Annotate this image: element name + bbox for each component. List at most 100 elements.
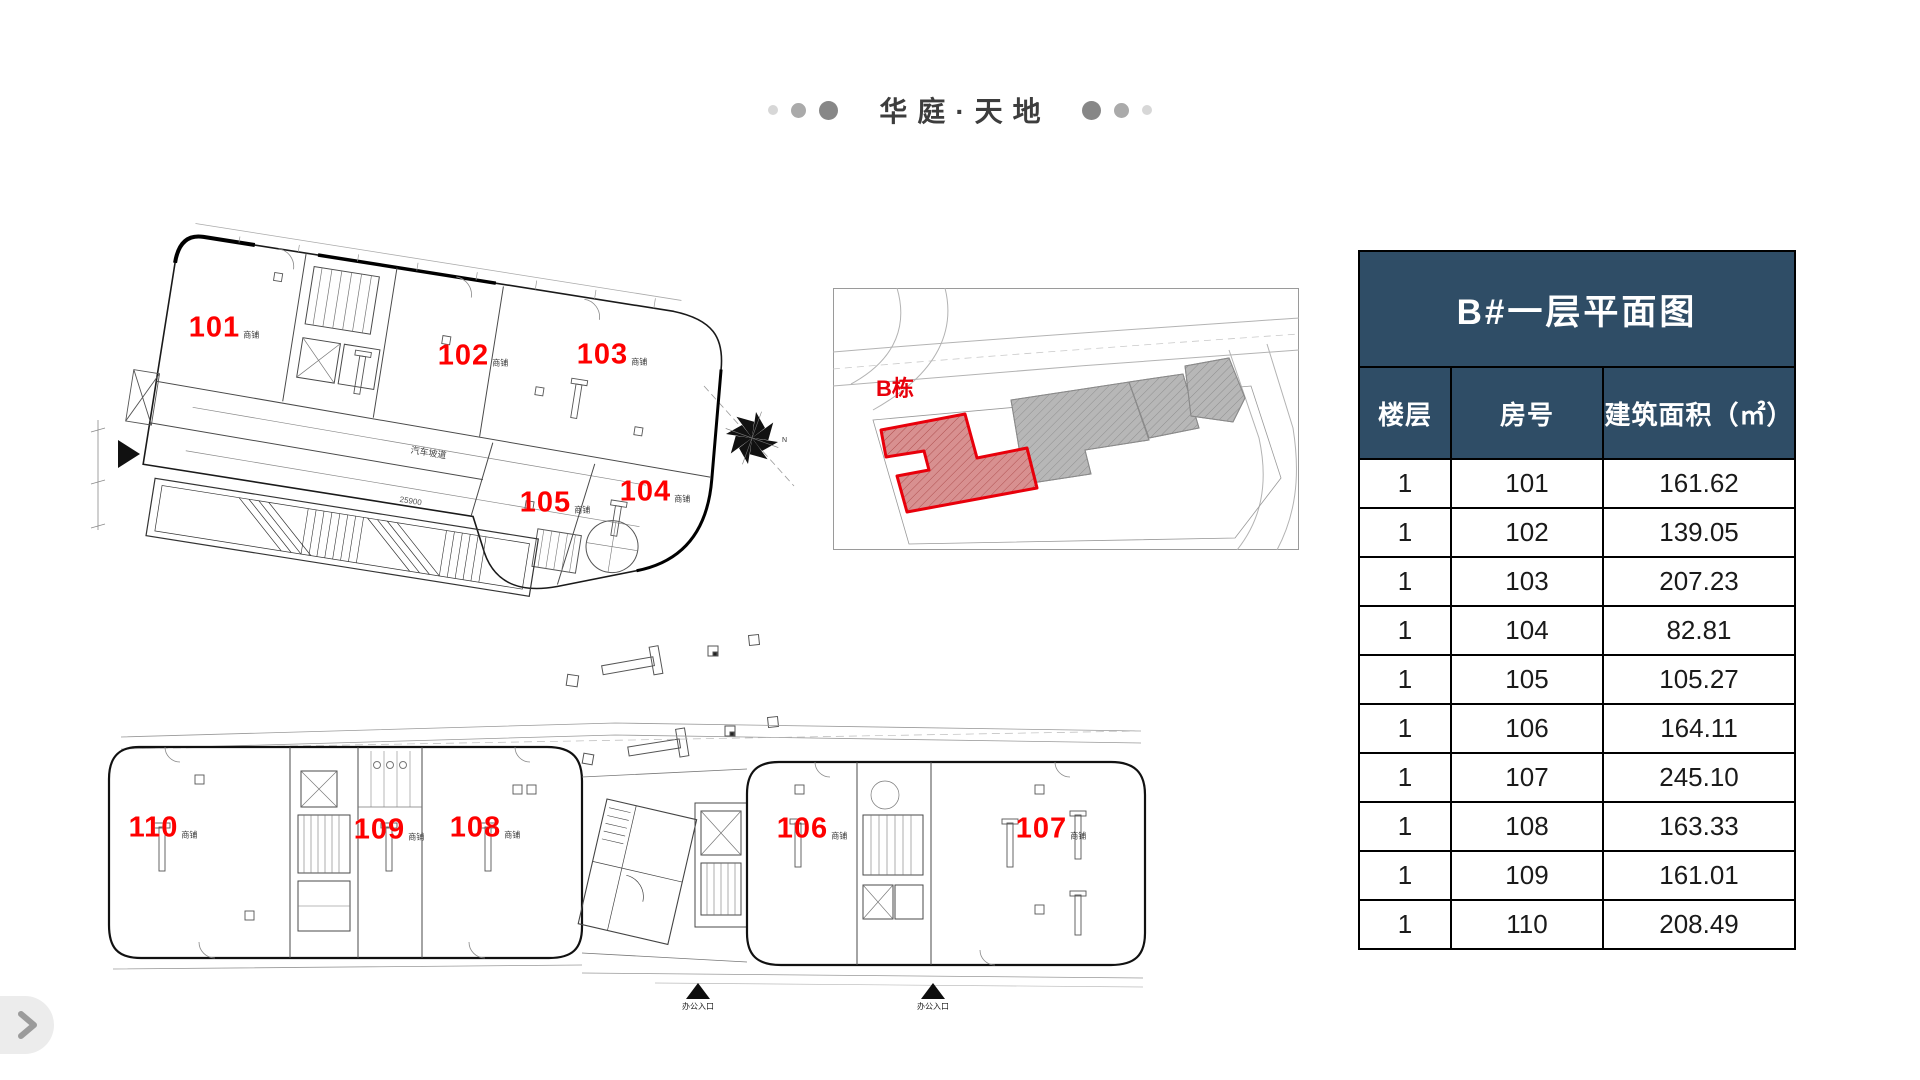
cell-area: 163.33 — [1602, 803, 1794, 850]
dot-icon — [1113, 102, 1129, 118]
unit-number: 108 — [449, 811, 502, 844]
entrance-arrow-icon — [921, 983, 945, 999]
floorplan-upper: 汽车坡道 25900 N — [90, 223, 795, 597]
cell-area: 139.05 — [1602, 509, 1794, 556]
unit-type-tag: 商铺 — [831, 831, 848, 841]
cell-room: 106 — [1450, 705, 1602, 752]
cell-room: 104 — [1450, 607, 1602, 654]
stair-run — [870, 815, 912, 875]
dot-icon — [1141, 105, 1152, 115]
unit-label: 109 商铺 — [353, 813, 424, 846]
unit-number: 109 — [353, 813, 406, 846]
cell-floor: 1 — [1397, 909, 1413, 939]
entrance-label: 办公入口 — [682, 1002, 714, 1011]
cell-floor: 1 — [1397, 468, 1413, 498]
unit-type-tag: 商铺 — [504, 830, 521, 840]
cell-room: 107 — [1450, 754, 1602, 801]
cell-floor: 1 — [1397, 615, 1413, 645]
unit-label: 110 商铺 — [129, 813, 198, 843]
building-outline — [142, 235, 723, 590]
cell-area: 82.81 — [1602, 607, 1794, 654]
unit-type-tag: 商铺 — [574, 505, 591, 515]
table-row: 1 102 139.05 — [1360, 507, 1794, 556]
cell-room: 108 — [1450, 803, 1602, 850]
brand-header: 华庭·天地 — [0, 84, 1920, 136]
unit-label: 108 商铺 — [449, 811, 521, 844]
cell-floor: 1 — [1397, 664, 1413, 694]
right-block-outline — [745, 760, 1147, 967]
table-header-row: 楼层 房号 建筑面积（㎡） — [1360, 368, 1794, 460]
unit-type-tag: 商铺 — [1070, 831, 1087, 841]
cell-area: 161.01 — [1602, 852, 1794, 899]
col-header-area: 建筑面积（㎡） — [1602, 368, 1794, 458]
cell-room: 103 — [1450, 558, 1602, 605]
unit-type-tag: 商铺 — [243, 330, 260, 340]
site-column-marks — [565, 633, 780, 766]
unit-number: 104 — [619, 475, 672, 508]
unit-type-tag: 商铺 — [674, 494, 691, 504]
dot-icon — [791, 102, 807, 118]
cell-floor: 1 — [1397, 713, 1413, 743]
compass-north-label: N — [782, 437, 787, 444]
cell-area: 105.27 — [1602, 656, 1794, 703]
ramp-arrow-icon — [118, 440, 140, 468]
escalator — [145, 477, 540, 597]
table-row: 1 110 208.49 — [1360, 899, 1794, 948]
unit-number: 101 — [188, 311, 241, 344]
unit-label: 104 商铺 — [619, 475, 691, 508]
cell-room: 102 — [1450, 509, 1602, 556]
cell-room: 105 — [1450, 656, 1602, 703]
table-row: 1 103 207.23 — [1360, 556, 1794, 605]
dot-icon — [768, 105, 779, 115]
unit-label: 106 商铺 — [777, 814, 848, 844]
cell-room: 101 — [1450, 460, 1602, 507]
col-header-floor: 楼层 — [1377, 399, 1432, 430]
table-row: 1 105 105.27 — [1360, 654, 1794, 703]
elevator-shaft — [300, 770, 338, 808]
entrance-arrow-icon — [686, 983, 710, 999]
chevron-right-icon — [18, 1011, 37, 1039]
entrance-marker: 办公入口 — [682, 983, 714, 1012]
area-table: B#一层平面图 楼层 房号 建筑面积（㎡） 1 101 161.62 1 102… — [1358, 250, 1796, 950]
table-body: 1 101 161.62 1 102 139.05 1 103 207.23 1… — [1360, 460, 1794, 948]
unit-label: 102 商铺 — [437, 339, 509, 372]
cell-floor: 1 — [1397, 566, 1413, 596]
left-block-outline — [107, 745, 584, 960]
entrance-marker: 办公入口 — [917, 983, 949, 1012]
unit-number: 107 — [1015, 812, 1068, 845]
ramp-dimension: 25900 — [399, 495, 423, 507]
floorplan-lower — [107, 722, 1147, 988]
unit-number: 105 — [519, 486, 572, 519]
cell-floor: 1 — [1397, 811, 1413, 841]
cell-area: 161.62 — [1602, 460, 1794, 507]
ramp-label: 汽车坡道 — [410, 444, 447, 460]
dot-icon — [1081, 100, 1101, 120]
table-row: 1 107 245.10 — [1360, 752, 1794, 801]
col-header-room: 房号 — [1450, 368, 1602, 458]
compass-icon: N — [725, 411, 787, 465]
cell-floor: 1 — [1397, 860, 1413, 890]
expand-panel-button[interactable] — [0, 996, 54, 1054]
unit-number: 103 — [576, 338, 629, 371]
dot-icon — [819, 100, 839, 120]
table-row: 1 101 161.62 — [1360, 460, 1794, 507]
cell-area: 208.49 — [1602, 901, 1794, 948]
unit-type-tag: 商铺 — [492, 358, 509, 368]
cell-area: 164.11 — [1602, 705, 1794, 752]
elevator-shaft — [296, 337, 341, 384]
unit-type-tag: 商铺 — [631, 357, 648, 367]
cell-room: 110 — [1450, 901, 1602, 948]
cell-area: 245.10 — [1602, 754, 1794, 801]
unit-label: 105 商铺 — [519, 486, 591, 519]
table-row: 1 109 161.01 — [1360, 850, 1794, 899]
page-title: 华庭·天地 — [879, 96, 1051, 127]
lobby-core — [577, 798, 698, 946]
cell-floor: 1 — [1397, 517, 1413, 547]
unit-type-tag: 商铺 — [181, 830, 198, 840]
table-row: 1 108 163.33 — [1360, 801, 1794, 850]
stair-run — [303, 815, 340, 873]
building-b-label: B栋 — [876, 376, 914, 401]
table-row: 1 106 164.11 — [1360, 703, 1794, 752]
unit-number: 102 — [437, 339, 490, 372]
stair-run — [312, 267, 372, 333]
